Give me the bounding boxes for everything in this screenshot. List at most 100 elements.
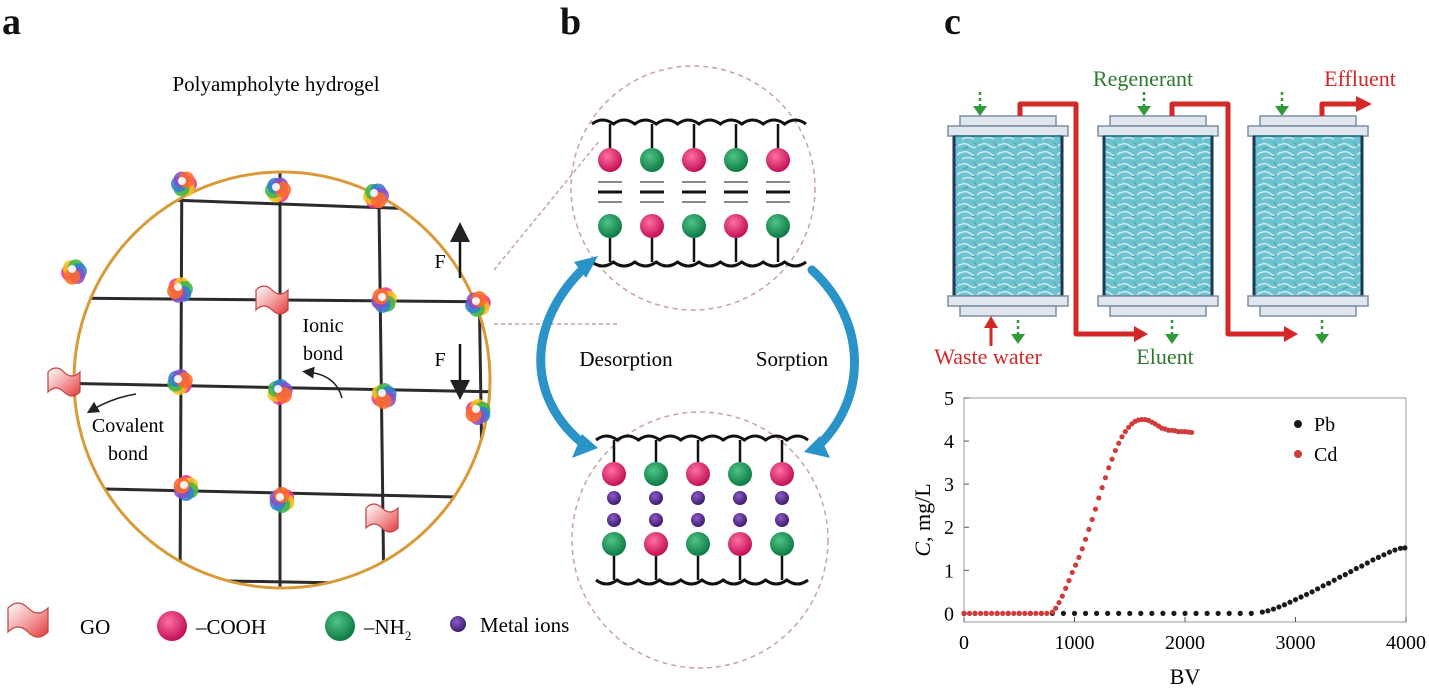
nh2-group — [770, 532, 794, 556]
data-point-cd — [1116, 440, 1122, 446]
data-point-pb — [1337, 574, 1343, 580]
legend-cooh-label: –COOH — [195, 615, 266, 639]
data-point-cd — [1005, 610, 1011, 616]
flow-lines — [1017, 101, 1360, 337]
go-flag-2 — [47, 367, 81, 397]
data-point-pb — [1215, 610, 1221, 616]
data-point-pb — [1375, 554, 1381, 560]
panel-letter-a: a — [2, 1, 21, 43]
x-tick-label: 0 — [959, 632, 969, 654]
nh2-group — [766, 214, 790, 238]
cooh-icon — [157, 611, 187, 641]
polyampholyte-cluster — [173, 475, 199, 501]
covalent-bond-arrow — [86, 393, 137, 414]
sorption-arrow-body — [807, 265, 859, 453]
data-point-pb — [1281, 602, 1288, 608]
cooh-group — [602, 462, 626, 486]
polyampholyte-cluster — [465, 399, 491, 425]
flow-line-1-to-2 — [1017, 101, 1142, 337]
data-point-cd — [1189, 429, 1195, 436]
cooh-group — [686, 462, 710, 486]
go-flag-3 — [365, 503, 399, 533]
data-point-pb — [1276, 604, 1282, 610]
metal-ion — [691, 491, 705, 505]
green-flow-arrow — [1315, 320, 1329, 344]
data-point-pb — [1303, 591, 1310, 598]
data-point-pb — [1193, 610, 1199, 616]
covalent-bond-label-line1: Covalent — [92, 415, 165, 437]
polyampholyte-clusters — [61, 171, 491, 513]
data-point-pb — [1259, 609, 1265, 615]
panel-b-sorption-cycle: Desorption Sorption — [536, 65, 859, 669]
polyampholyte-cluster — [465, 291, 491, 317]
data-point-pb — [1060, 610, 1067, 616]
data-point-pb — [1320, 583, 1326, 589]
data-point-cd — [966, 610, 973, 616]
data-point-cd — [1119, 434, 1125, 440]
ionic-bond-label-line1: Ionic — [302, 315, 343, 337]
green-flow-arrow — [1137, 92, 1151, 116]
nh2-group — [598, 214, 622, 238]
metal-ion — [775, 491, 789, 505]
data-point-pb — [1402, 545, 1408, 551]
data-point-pb — [1287, 599, 1293, 605]
data-point-cd — [1096, 495, 1102, 501]
desorption-label: Desorption — [579, 347, 673, 371]
data-point-pb — [1105, 610, 1111, 616]
legend-go: GO — [7, 602, 110, 639]
data-point-cd — [1079, 546, 1085, 552]
polymer-backbone — [595, 434, 809, 442]
y-tick-label: 0 — [944, 603, 954, 625]
top-zoom-circle — [570, 65, 816, 311]
metal-ion — [649, 513, 663, 527]
data-point-pb — [1270, 606, 1276, 612]
data-point-pb — [1248, 610, 1254, 616]
data-point-cd — [972, 610, 978, 616]
data-point-cd — [1102, 475, 1109, 481]
covalent-bond-label-line2: bond — [108, 443, 148, 465]
data-point-pb — [1149, 610, 1155, 616]
data-point-cd — [1122, 429, 1128, 435]
cooh-group — [770, 462, 794, 486]
legend-nh2-label: –NH2 — [363, 615, 411, 643]
polyampholyte-cluster — [371, 287, 397, 313]
nh2-group — [644, 462, 668, 486]
waste-water-label: Waste water — [934, 344, 1042, 369]
x-tick-label: 3000 — [1276, 632, 1316, 654]
sorption-label: Sorption — [756, 347, 829, 371]
ion-exchange-column — [1097, 115, 1219, 317]
data-point-cd — [1044, 610, 1050, 616]
data-point-pb — [1127, 610, 1133, 616]
polyampholyte-cluster — [61, 259, 87, 285]
flow-line-effluent — [1319, 101, 1360, 116]
data-point-pb — [1226, 610, 1232, 616]
data-point-cd — [1069, 569, 1075, 576]
nh2-icon — [325, 611, 355, 641]
sorption-arrowhead — [804, 436, 830, 458]
green-flow-arrow — [1165, 320, 1179, 344]
nh2-group — [682, 214, 706, 238]
legend-go-label: GO — [80, 615, 110, 639]
cooh-group — [640, 214, 664, 238]
data-point-cd — [1109, 456, 1115, 462]
panel-a-hydrogel: Polyampholyte hydrogel — [7, 72, 620, 643]
cooh-group — [598, 148, 622, 172]
data-point-cd — [1092, 506, 1099, 512]
flow-arrowhead-col3 — [1284, 326, 1298, 342]
data-point-pb — [1353, 565, 1359, 572]
nh2-group — [724, 148, 748, 172]
data-point-cd — [1033, 610, 1039, 616]
data-point-pb — [1171, 610, 1177, 616]
data-point-pb — [1094, 610, 1100, 616]
y-tick-label: 5 — [944, 388, 954, 410]
chart-marks — [961, 416, 1408, 616]
polyampholyte-cluster — [171, 171, 197, 197]
green-flow-arrow — [1275, 92, 1289, 116]
data-point-pb — [1348, 569, 1354, 575]
legend-metal: Metal ions — [450, 613, 569, 637]
force-label-top: F — [434, 251, 445, 273]
data-point-cd — [1089, 516, 1095, 523]
cooh-group — [766, 148, 790, 172]
legend-marker-pb — [1294, 420, 1302, 428]
